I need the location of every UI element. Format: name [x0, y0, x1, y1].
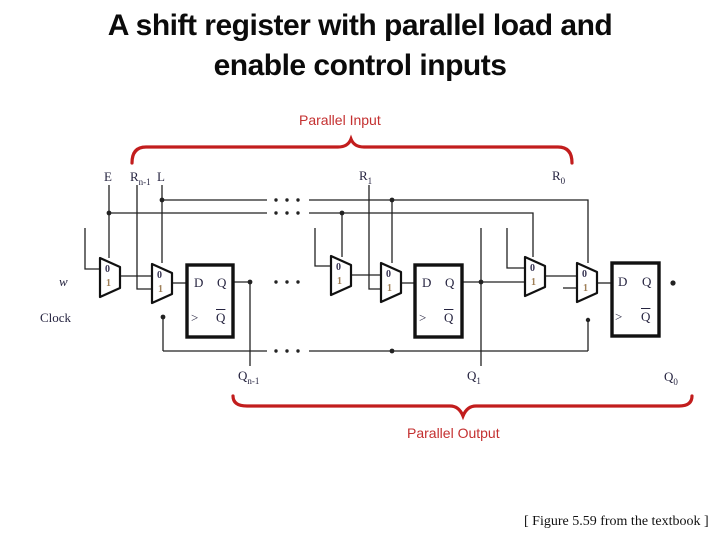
parallel-input-brace	[130, 134, 574, 165]
ff1-clock-edge: >	[191, 310, 199, 325]
label-q0: Q0	[664, 369, 678, 387]
flipflop-stage2	[413, 263, 464, 339]
ff3-d-label: D	[618, 274, 628, 289]
ff2-qbar-label: Q	[444, 310, 454, 325]
label-enable: E	[104, 169, 112, 184]
junction-dots	[106, 197, 676, 354]
mux2a-input1-label: 1	[337, 276, 342, 287]
mux2b-input0-label: 0	[386, 269, 391, 280]
label-r1-sub: 1	[367, 176, 373, 186]
mux-enable-stage3	[523, 255, 547, 298]
title-line-2: enable control inputs	[213, 49, 507, 82]
ff2-d-label: D	[422, 275, 432, 290]
wire-hold-stub-3	[506, 228, 525, 269]
ff3-q-label: Q	[642, 274, 652, 289]
label-q-msb: Qn-1	[238, 368, 259, 386]
ellipsis-dots	[274, 198, 300, 353]
label-clock: Clock	[40, 310, 72, 325]
mux1a-input0-label: 0	[105, 264, 110, 275]
title-line-1: A shift register with parallel load and	[107, 9, 613, 42]
label-r-msb-base: R	[130, 169, 139, 184]
label-q0-base: Q	[664, 369, 674, 384]
label-r0-base: R	[552, 168, 561, 183]
label-r1: R1	[359, 168, 372, 186]
label-r-msb-sub: n-1	[138, 177, 151, 187]
label-r-msb: Rn-1	[130, 169, 151, 187]
mux-enable-stage1	[98, 256, 122, 299]
wire-hold-stub-1	[84, 228, 100, 270]
label-load: L	[157, 169, 165, 184]
label-q1: Q1	[467, 368, 481, 386]
ff1-q-label: Q	[217, 275, 227, 290]
label-r1-base: R	[359, 168, 368, 183]
mux-load-stage3	[575, 261, 599, 304]
ff1-d-label: D	[194, 275, 204, 290]
wire-enable-rail-right	[309, 212, 534, 257]
mux1a-input1-label: 1	[106, 278, 111, 289]
mux-enable-stage2	[329, 254, 353, 297]
mux3b-input0-label: 0	[582, 269, 587, 280]
ff2-q-label: Q	[445, 275, 455, 290]
label-q1-base: Q	[467, 368, 477, 383]
ff1-qbar-label: Q	[216, 310, 226, 325]
slide-title: A shift register with parallel load and …	[0, 6, 720, 86]
wire-load-rail-right	[309, 199, 589, 263]
parallel-input-label: Parallel Input	[299, 112, 381, 128]
label-serial-in: w	[59, 274, 68, 289]
flipflop-stage3	[610, 261, 661, 338]
label-r0-sub: 0	[560, 176, 566, 186]
ff2-clock-edge: >	[419, 310, 427, 325]
ff3-clock-edge: >	[615, 309, 623, 324]
label-q-msb-sub: n-1	[247, 376, 260, 386]
wire-hold-stub-2	[314, 228, 331, 267]
wire-r1-drop	[368, 185, 381, 290]
label-q-msb-base: Q	[238, 368, 248, 383]
label-q1-sub: 1	[476, 376, 481, 386]
mux3a-input0-label: 0	[530, 263, 535, 274]
ff3-qbar-label: Q	[641, 309, 651, 324]
parallel-output-label: Parallel Output	[407, 425, 500, 441]
mux-load-stage1	[150, 262, 174, 305]
mux2b-input1-label: 1	[387, 283, 392, 294]
label-q0-sub: 0	[673, 377, 678, 387]
mux2a-input0-label: 0	[336, 262, 341, 273]
label-r0: R0	[552, 168, 565, 186]
parallel-output-brace	[231, 394, 694, 421]
multiplexers	[98, 254, 599, 305]
figure-caption: [ Figure 5.59 from the textbook ]	[524, 514, 709, 529]
wire-r-msb-drop	[136, 185, 152, 290]
mux3a-input1-label: 1	[531, 277, 536, 288]
flipflop-stage1	[185, 263, 235, 339]
mux1b-input0-label: 0	[157, 270, 162, 281]
mux-load-stage2	[379, 261, 403, 304]
mux1b-input1-label: 1	[158, 284, 163, 295]
flipflops	[185, 261, 661, 339]
mux3b-input1-label: 1	[583, 283, 588, 294]
